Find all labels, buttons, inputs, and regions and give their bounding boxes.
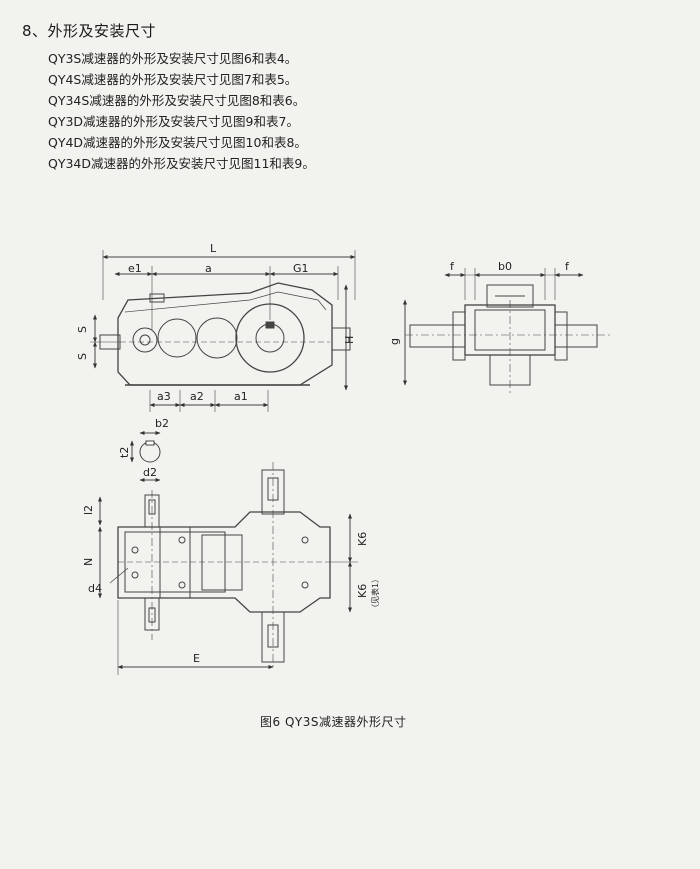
front-view xyxy=(90,250,356,412)
dim-e1-label: e1 xyxy=(128,262,142,275)
dim-d4-label: d4 xyxy=(88,582,102,595)
dim-b0-label: b0 xyxy=(498,260,512,273)
dim-H-label: H xyxy=(343,336,356,344)
side-view xyxy=(403,268,610,395)
dim-t2-label: t2 xyxy=(118,447,131,458)
plan-view-labels: l2 N d4 E K6 K6 （见表1） xyxy=(82,505,380,665)
description-line: QY3D减速器的外形及安装尺寸见图9和表7。 xyxy=(48,114,299,129)
dim-g-label: g xyxy=(388,338,401,345)
dim-N-label: N xyxy=(82,558,95,566)
shaft-detail-labels: b2 t2 d2 xyxy=(118,417,169,479)
front-view-labels: L e1 a G1 S S H a3 a2 a1 xyxy=(76,242,356,403)
see-table-note: （见表1） xyxy=(370,575,380,612)
dim-f-label: f xyxy=(450,260,455,273)
dim-S-label: S xyxy=(76,326,89,333)
dim-K-upper-label: K6 xyxy=(356,532,369,546)
dim-E-label: E xyxy=(193,652,200,665)
dim-a3-label: a3 xyxy=(157,390,171,403)
description-line: QY4S减速器的外形及安装尺寸见图7和表5。 xyxy=(48,72,298,87)
description-line: QY3S减速器的外形及安装尺寸见图6和表4。 xyxy=(48,51,298,66)
plan-view xyxy=(98,462,358,675)
dim-S-label: S xyxy=(76,353,89,360)
side-view-labels: f b0 f g xyxy=(388,260,570,345)
description-list: QY3S减速器的外形及安装尺寸见图6和表4。 QY4S减速器的外形及安装尺寸见图… xyxy=(48,48,315,174)
dim-l2-label: l2 xyxy=(82,505,95,515)
dim-L-label: L xyxy=(210,242,217,255)
description-line: QY34S减速器的外形及安装尺寸见图8和表6。 xyxy=(48,93,306,108)
dim-a-label: a xyxy=(205,262,212,275)
section-heading: 8、外形及安装尺寸 xyxy=(22,22,157,40)
description-line: QY4D减速器的外形及安装尺寸见图10和表8。 xyxy=(48,135,307,150)
figure-caption: 图6 QY3S减速器外形尺寸 xyxy=(260,715,407,729)
dim-G1-label: G1 xyxy=(293,262,309,275)
dim-K-lower-label: K6 xyxy=(356,584,369,598)
dim-d2-label: d2 xyxy=(143,466,157,479)
dim-a2-label: a2 xyxy=(190,390,204,403)
dim-b2-label: b2 xyxy=(155,417,169,430)
dim-f-label: f xyxy=(565,260,570,273)
dim-a1-label: a1 xyxy=(234,390,248,403)
shaft-section-detail xyxy=(130,431,161,482)
description-line: QY34D减速器的外形及安装尺寸见图11和表9。 xyxy=(48,156,315,171)
